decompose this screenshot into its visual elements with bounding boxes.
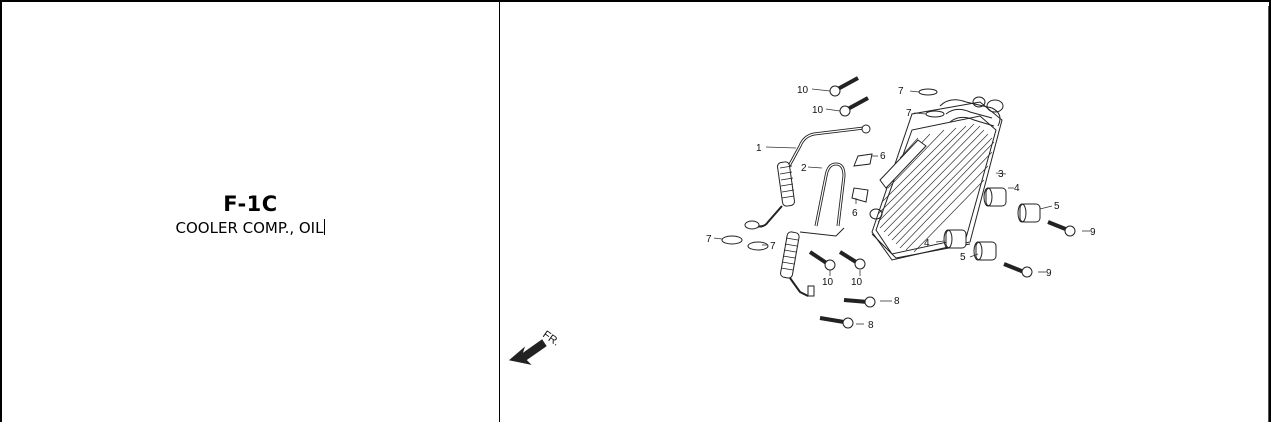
right-edge-line [1268,6,1269,422]
callout-10: 10 [822,277,834,288]
callout-9: 9 [1090,227,1096,238]
callout-3: 3 [998,169,1004,180]
callout-4: 4 [924,238,930,249]
callout-7: 7 [706,234,712,245]
bracket-part [851,153,873,203]
leader-lines [713,88,1090,325]
oil-hose-part [780,162,846,297]
callout-9: 9 [1046,268,1052,279]
section-code: F-1C [223,192,278,216]
panel-divider [499,2,500,422]
callout-6: 6 [852,208,858,219]
section-name: COOLER COMP., OIL [2,219,499,237]
callout-2: 2 [801,163,807,174]
front-direction-arrow [508,339,547,365]
callout-8: 8 [868,320,874,331]
callout-7: 7 [770,241,776,252]
callout-10: 10 [797,85,809,96]
washer-part [973,203,1041,261]
callout-5: 5 [960,252,966,263]
callout-7: 7 [898,86,904,97]
parts-diagram: 10 10 7 7 1 2 6 6 3 4 5 4 5 9 9 7 7 10 1… [500,2,1269,422]
callout-10: 10 [851,277,863,288]
callout-1: 1 [756,143,762,154]
oil-cooler-part [869,96,1004,261]
callout-10: 10 [812,105,824,116]
title-panel: F-1C COOLER COMP., OIL [2,2,499,422]
callout-7: 7 [906,108,912,119]
callout-8: 8 [894,296,900,307]
section-name-text: COOLER COMP., OIL [175,219,324,237]
exploded-view: 10 10 7 7 1 2 6 6 3 4 5 4 5 9 9 7 7 10 1… [508,76,1096,365]
callout-6: 6 [880,151,886,162]
text-caret [324,219,326,235]
oil-tube-part [744,124,871,230]
callout-5: 5 [1054,201,1060,212]
collar-part [943,187,1007,249]
callout-4: 4 [1014,183,1020,194]
